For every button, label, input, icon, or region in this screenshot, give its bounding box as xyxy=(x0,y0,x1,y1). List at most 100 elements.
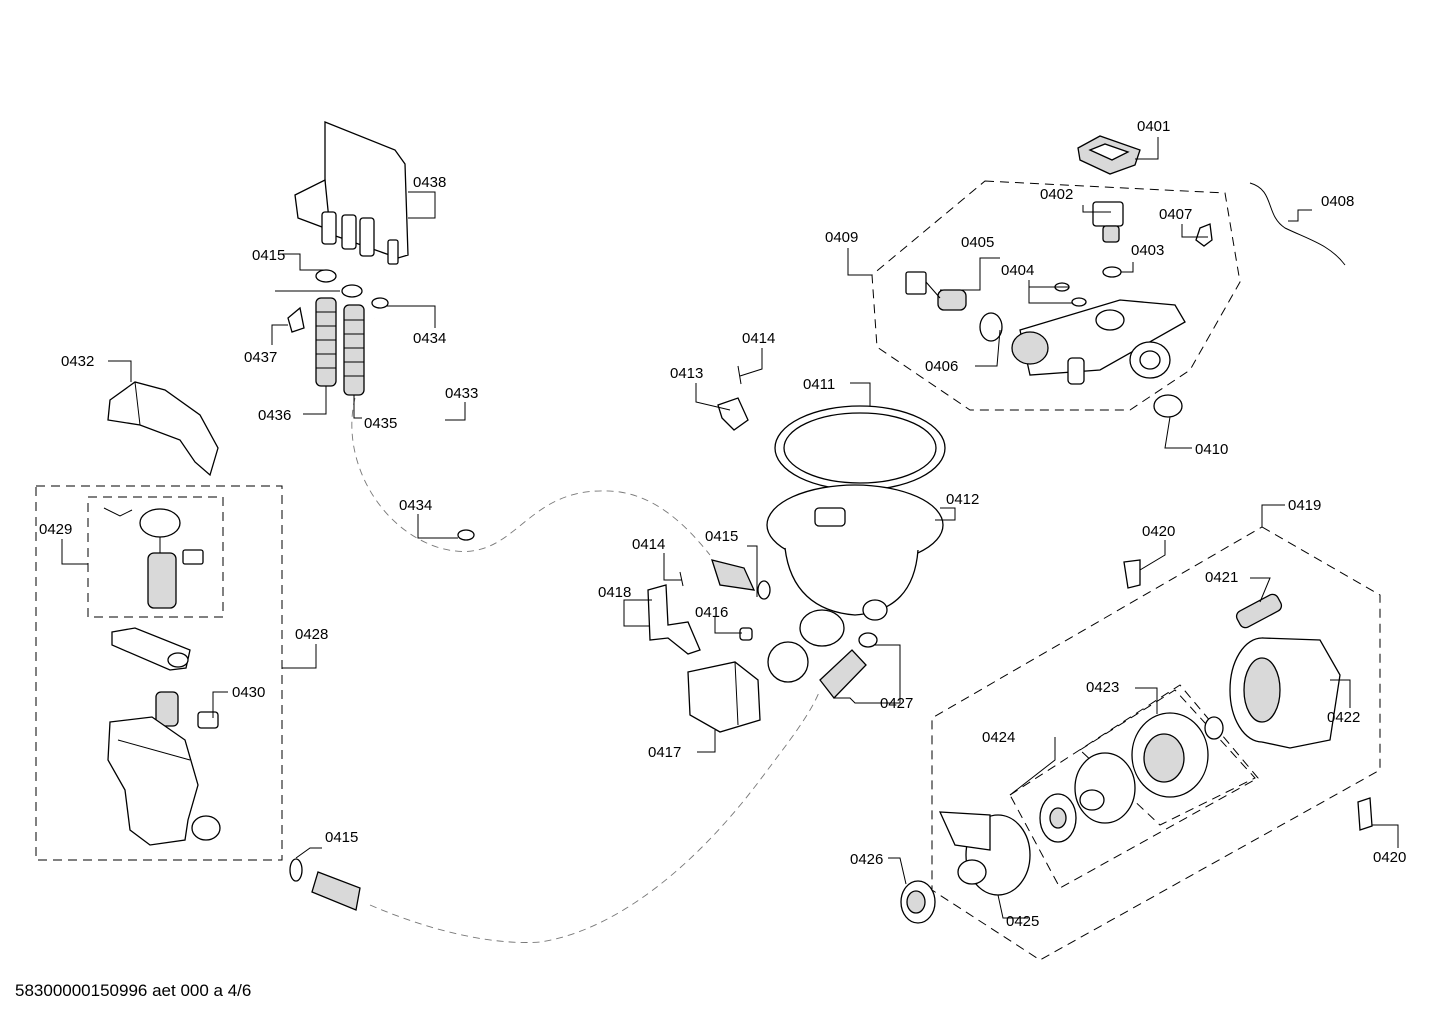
part-0418-bracket xyxy=(647,584,701,655)
leader-lines xyxy=(61,137,1399,919)
part-0424-impeller xyxy=(1039,789,1105,843)
label-0415-middle: 0415 xyxy=(705,528,738,545)
part-0436-bellows xyxy=(315,297,337,387)
label-0428: 0428 xyxy=(295,626,328,643)
part-sump-seal xyxy=(767,641,809,683)
label-0434-lower: 0434 xyxy=(399,497,432,514)
part-0420-clip-upper xyxy=(1123,559,1141,589)
part-0405-sensor xyxy=(905,271,967,311)
label-0409: 0409 xyxy=(825,229,858,246)
label-0402: 0402 xyxy=(1040,186,1073,203)
part-0412-sump xyxy=(766,484,944,647)
part-0415-bellows-lower xyxy=(311,871,361,911)
part-0424-seal xyxy=(1074,752,1136,824)
part-0415-seal-upper-a xyxy=(315,269,337,283)
label-0420-lower: 0420 xyxy=(1373,849,1406,866)
label-0426: 0426 xyxy=(850,851,883,868)
part-0423-housing xyxy=(1131,712,1209,798)
part-0414-screw-upper xyxy=(737,365,742,385)
label-0408: 0408 xyxy=(1321,193,1354,210)
part-0437-bracket xyxy=(287,306,305,333)
label-0413: 0413 xyxy=(670,365,703,382)
part-0425-pump-housing xyxy=(938,811,1031,896)
drain-hose-path-upper xyxy=(351,397,711,556)
part-0415-seal-upper-b xyxy=(341,284,363,298)
label-0432: 0432 xyxy=(61,353,94,370)
document-footer-code: 58300000150996 aet 000 a 4/6 xyxy=(15,981,252,1000)
part-0434-clamp-lower xyxy=(457,529,475,541)
label-0406: 0406 xyxy=(925,358,958,375)
label-0419: 0419 xyxy=(1288,497,1321,514)
part-0428-lever xyxy=(111,627,191,671)
label-0434-upper: 0434 xyxy=(413,330,446,347)
part-0415-seal-lower xyxy=(289,858,303,882)
label-0427: 0427 xyxy=(880,695,913,712)
part-0429-float-switch xyxy=(103,507,204,609)
label-0422: 0422 xyxy=(1327,709,1360,726)
label-0403: 0403 xyxy=(1131,242,1164,259)
part-0421-shaft xyxy=(1235,593,1283,629)
label-0429: 0429 xyxy=(39,521,72,538)
label-0436: 0436 xyxy=(258,407,291,424)
label-0414-lower: 0414 xyxy=(632,536,665,553)
label-0412: 0412 xyxy=(946,491,979,508)
part-0426-seal xyxy=(900,880,936,924)
part-0402-connector xyxy=(1092,201,1124,243)
group-outlines xyxy=(35,180,1381,961)
label-0430: 0430 xyxy=(232,684,265,701)
label-0437: 0437 xyxy=(244,349,277,366)
part-0409-valve-assembly xyxy=(1011,299,1186,385)
group-0429-outline xyxy=(87,496,224,618)
label-0435: 0435 xyxy=(364,415,397,432)
part-0415-seal-middle xyxy=(757,580,771,600)
part-0428-cylinder xyxy=(155,691,179,727)
hose-paths xyxy=(351,397,821,943)
group-0424-outline xyxy=(1009,684,1259,889)
part-0438-air-break xyxy=(294,121,409,265)
label-0416: 0416 xyxy=(695,604,728,621)
label-0433: 0433 xyxy=(445,385,478,402)
part-0413-bracket xyxy=(717,397,749,431)
label-0411: 0411 xyxy=(803,376,835,393)
part-0416-clip xyxy=(739,627,753,641)
label-0423: 0423 xyxy=(1086,679,1119,696)
part-0401-cover xyxy=(1077,135,1141,175)
part-0428-housing xyxy=(107,716,221,846)
part-0435-bellows xyxy=(343,304,365,396)
group-0419-outline xyxy=(931,526,1381,961)
part-0411-gasket-inner xyxy=(783,412,937,484)
part-0414-screw-lower xyxy=(679,571,684,587)
label-0417: 0417 xyxy=(648,744,681,761)
label-0415-upper: 0415 xyxy=(252,247,285,264)
part-labels: 0401 0402 0407 0403 0404 0405 0406 0408 … xyxy=(39,118,1406,930)
label-0424: 0424 xyxy=(982,729,1015,746)
part-0422-motor xyxy=(1229,637,1341,749)
label-0410: 0410 xyxy=(1195,441,1228,458)
label-0405: 0405 xyxy=(961,234,994,251)
part-0427-bellows xyxy=(819,649,867,699)
part-0415-bellows-middle xyxy=(711,559,756,591)
part-0417-drain-pump xyxy=(687,661,761,733)
part-0432-cover xyxy=(107,381,219,477)
part-0403-seal xyxy=(1102,266,1122,278)
label-0401: 0401 xyxy=(1137,118,1170,135)
part-0406-seal xyxy=(979,312,1003,342)
label-0420-upper: 0420 xyxy=(1142,523,1175,540)
label-0425: 0425 xyxy=(1006,913,1039,930)
part-0404-seal-b xyxy=(1071,297,1087,307)
part-0430-clip xyxy=(197,711,219,729)
part-0407-clip xyxy=(1195,223,1213,247)
part-0408-wire xyxy=(1249,182,1346,266)
part-0423-bearing xyxy=(1204,716,1224,740)
part-0427-seal xyxy=(858,632,878,648)
part-0420-clip-lower xyxy=(1357,797,1373,831)
label-0415-lower: 0415 xyxy=(325,829,358,846)
label-0418: 0418 xyxy=(598,584,631,601)
label-0421: 0421 xyxy=(1205,569,1238,586)
label-0407: 0407 xyxy=(1159,206,1192,223)
part-0434-clamp-upper xyxy=(371,297,389,309)
group-0423-outline xyxy=(1079,689,1256,826)
part-0433-hose-inner xyxy=(372,317,470,529)
label-0414-upper: 0414 xyxy=(742,330,775,347)
